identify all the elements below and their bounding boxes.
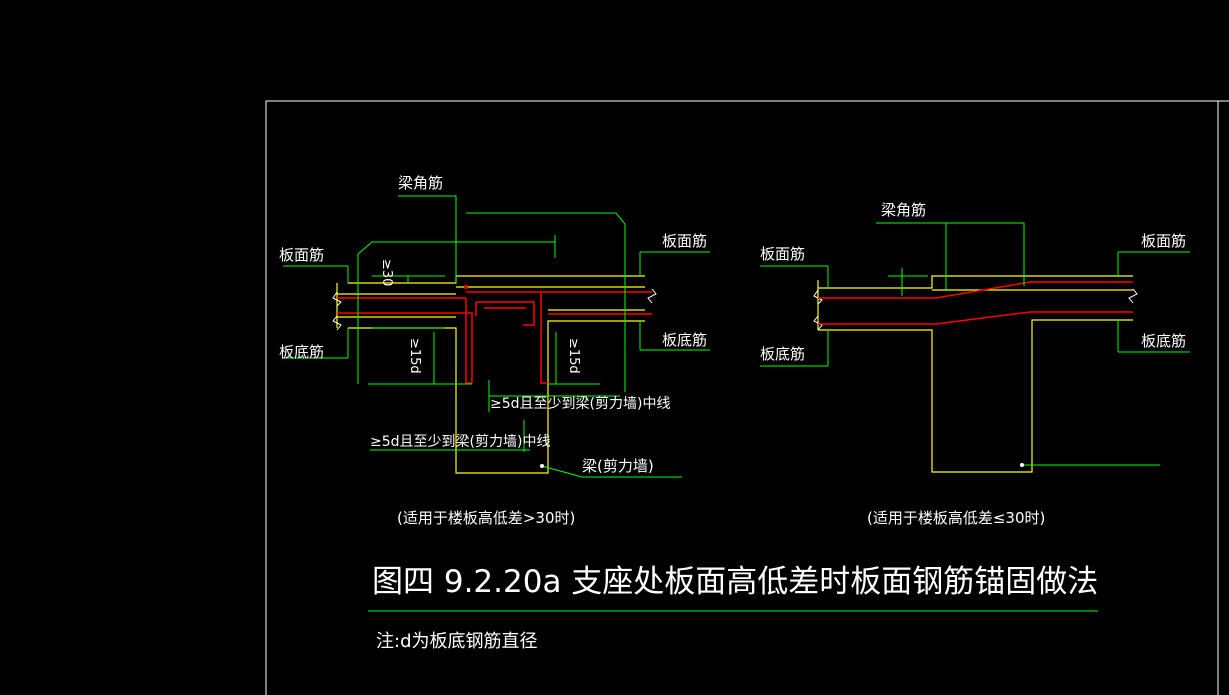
left-support-label: 梁(剪力墙) <box>582 457 654 475</box>
left-markers <box>464 285 544 468</box>
left-bottom-bar-right-label: 板底筋 <box>662 331 707 349</box>
left-top-bar-right-label: 板面筋 <box>662 232 707 250</box>
right-detail: 梁角筋 板面筋 板底筋 板面筋 板底筋 (适用于楼板高低差≤30时) <box>760 201 1190 527</box>
left-dim-15d-left-label: ≥15d <box>407 338 422 374</box>
left-dim-15d-right-label: ≥15d <box>566 338 581 374</box>
figure-title: 图四 9.2.20a 支座处板面高低差时板面钢筋锚固做法 <box>372 564 1098 600</box>
right-concrete-outline <box>817 275 1133 473</box>
figure-note: 注:d为板底钢筋直径 <box>376 631 538 652</box>
left-anchor-note-upper: ≥5d且至少到梁(剪力墙)中线 <box>490 396 670 412</box>
drawing-frame <box>265 100 1229 695</box>
left-dim-30-label: ≥30 <box>379 259 394 286</box>
left-rebar <box>337 291 652 384</box>
left-bottom-bar-left-label: 板底筋 <box>279 343 324 361</box>
right-beam-corner-bar-label: 梁角筋 <box>881 201 926 219</box>
left-caption: (适用于楼板高低差>30时) <box>397 509 575 527</box>
right-top-bar-right-label: 板面筋 <box>1141 232 1186 250</box>
left-leaders <box>283 195 710 478</box>
left-detail: 梁角筋 板面筋 板底筋 板面筋 板底筋 ≥30 ≥15d ≥15d ≥5d且至少… <box>279 174 710 527</box>
right-leaders <box>760 222 1190 466</box>
right-top-bar-left-label: 板面筋 <box>760 245 805 263</box>
right-markers <box>1020 463 1024 467</box>
right-bottom-bar-left-label: 板底筋 <box>760 345 805 363</box>
left-anchor-note-lower: ≥5d且至少到梁(剪力墙)中线 <box>370 434 550 450</box>
right-rebar <box>818 281 1133 325</box>
right-caption: (适用于楼板高低差≤30时) <box>867 509 1045 527</box>
left-top-bar-left-label: 板面筋 <box>279 246 324 264</box>
left-break-marks <box>332 288 657 331</box>
right-bottom-bar-right-label: 板底筋 <box>1141 332 1186 350</box>
left-beam-corner-bar-label: 梁角筋 <box>398 174 443 192</box>
